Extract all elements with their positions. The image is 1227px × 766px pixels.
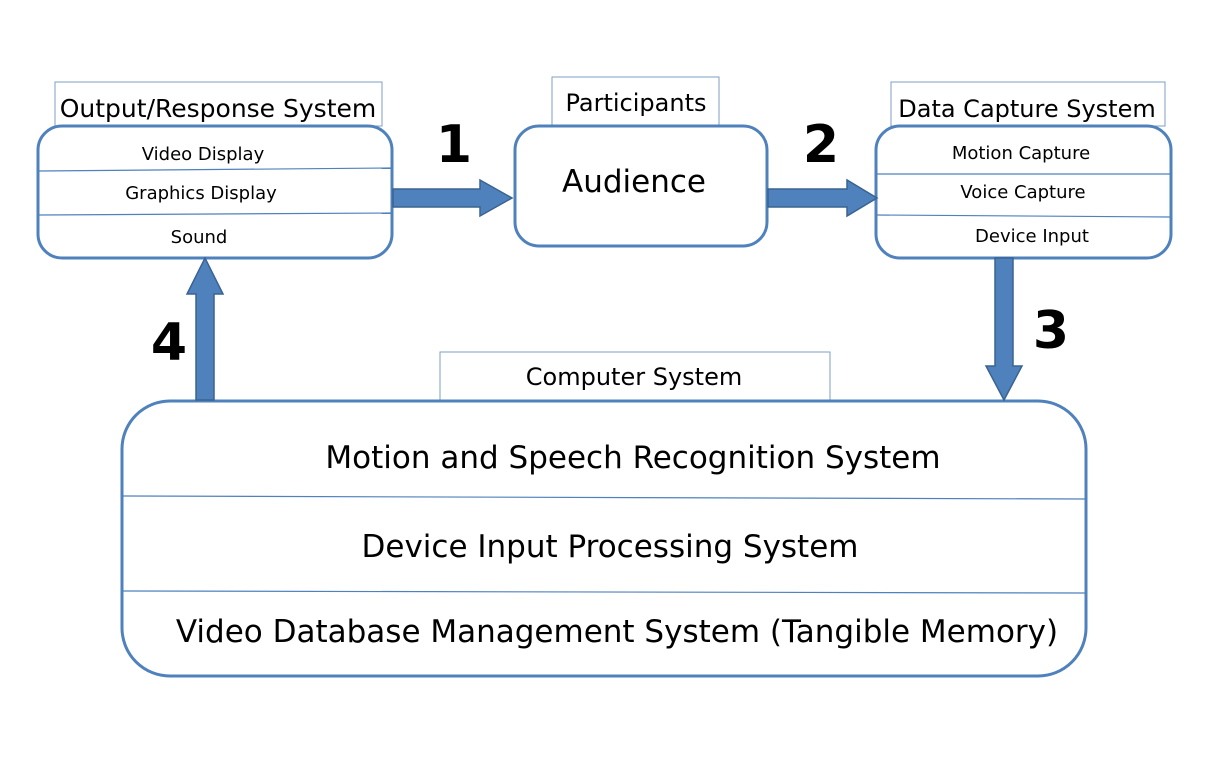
arrow-1-label: 1	[436, 115, 472, 175]
participants-title: Participants	[566, 89, 707, 117]
audience-label: Audience	[562, 164, 706, 200]
capture-item-device-input: Device Input	[975, 226, 1089, 247]
output-system: Output/Response System Video Display Gra…	[36, 81, 394, 260]
arrow-2	[767, 178, 879, 218]
arrow-3-label: 3	[1033, 301, 1069, 361]
arrow-2-label: 2	[803, 115, 839, 175]
data-capture-box	[874, 124, 1173, 260]
arrow-1	[392, 178, 514, 218]
output-system-box	[36, 124, 394, 260]
computer-item-recognition: Motion and Speech Recognition System	[325, 440, 940, 476]
computer-item-device-processing: Device Input Processing System	[362, 529, 859, 565]
output-item-sound: Sound	[171, 227, 228, 248]
output-system-title: Output/Response System	[60, 94, 377, 123]
data-capture-title: Data Capture System	[898, 95, 1155, 123]
output-system-title-box	[54, 81, 383, 127]
output-divider-1	[38, 167, 392, 172]
arrow-3	[984, 257, 1024, 402]
computer-system-title: Computer System	[526, 363, 742, 391]
output-divider-2	[38, 212, 392, 216]
capture-item-voice: Voice Capture	[960, 182, 1085, 203]
audience-box	[513, 124, 769, 248]
output-item-graphics-display: Graphics Display	[125, 183, 277, 204]
data-capture-title-box	[890, 81, 1166, 127]
output-item-video-display: Video Display	[142, 144, 265, 165]
computer-divider-2	[122, 590, 1086, 594]
capture-item-motion: Motion Capture	[952, 143, 1090, 164]
data-capture-system: Data Capture System Motion Capture Voice…	[874, 81, 1173, 260]
arrow-4-label: 4	[151, 313, 187, 373]
arrow-4	[185, 256, 225, 401]
computer-system: Computer System Motion and Speech Recogn…	[120, 351, 1088, 678]
computer-item-video-database: Video Database Management System (Tangib…	[176, 614, 1058, 650]
computer-divider-1	[122, 495, 1086, 500]
participants: Participants Audience	[513, 76, 769, 248]
computer-system-box	[120, 399, 1088, 678]
capture-divider-2	[876, 214, 1171, 218]
